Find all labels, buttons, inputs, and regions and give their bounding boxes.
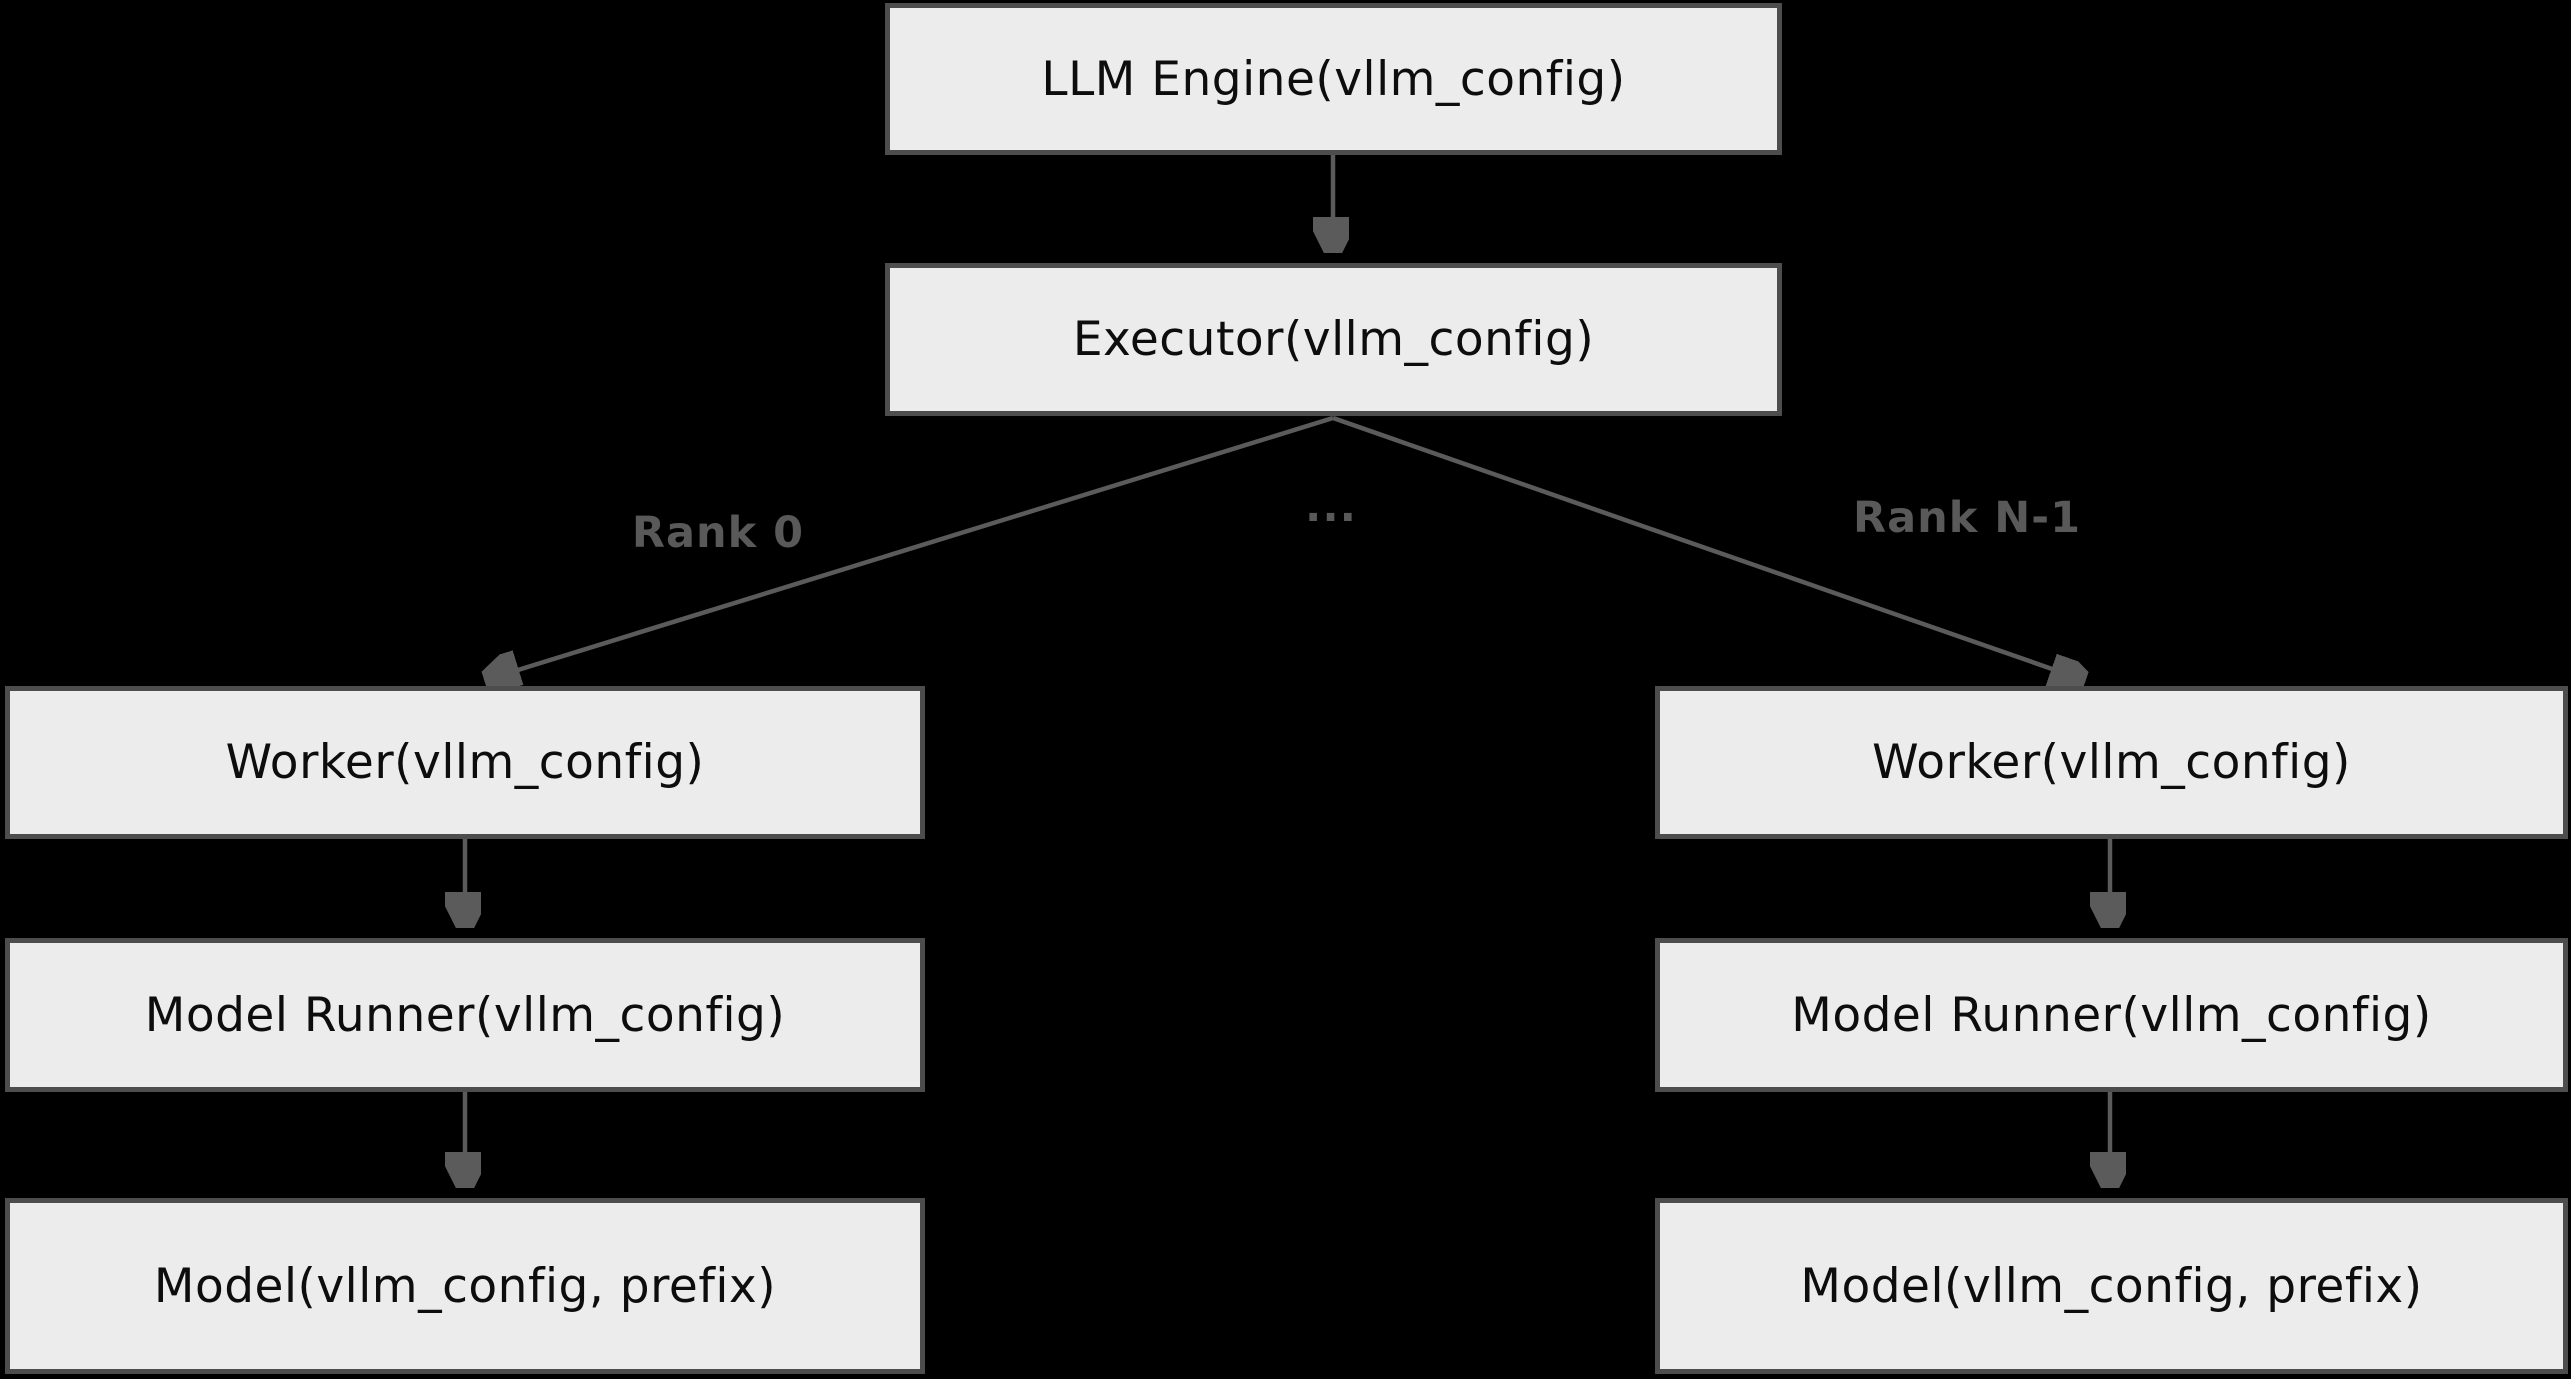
node-worker-rankN: Worker(vllm_config) [1655,686,2568,839]
node-model-rank0: Model(vllm_config, prefix) [5,1198,925,1374]
node-model-runner-rank0: Model Runner(vllm_config) [5,938,925,1092]
node-model-runner-rank0-label: Model Runner(vllm_config) [144,987,786,1043]
node-executor-label: Executor(vllm_config) [1072,312,1595,367]
node-llm-engine-label: LLM Engine(vllm_config) [1041,51,1626,107]
node-model-rankN-label: Model(vllm_config, prefix) [1800,1258,2423,1314]
node-model-rankN: Model(vllm_config, prefix) [1655,1198,2568,1374]
node-model-runner-rankN: Model Runner(vllm_config) [1655,938,2568,1092]
edge-label-rank-n-1: Rank N-1 [1852,493,2082,543]
node-worker-rank0: Worker(vllm_config) [5,686,925,839]
node-worker-rankN-label: Worker(vllm_config) [1872,735,2351,790]
edge-executor-to-worker-left [492,415,1334,678]
edge-label-rank-0: Rank 0 [631,508,805,558]
edge-executor-to-worker-right [1332,415,2078,678]
node-llm-engine: LLM Engine(vllm_config) [885,3,1782,155]
node-worker-rank0-label: Worker(vllm_config) [225,735,705,790]
node-model-runner-rankN-label: Model Runner(vllm_config) [1791,987,2432,1043]
edge-label-ellipsis: ... [1304,482,1357,532]
node-executor: Executor(vllm_config) [885,263,1782,416]
node-model-rank0-label: Model(vllm_config, prefix) [153,1258,777,1314]
